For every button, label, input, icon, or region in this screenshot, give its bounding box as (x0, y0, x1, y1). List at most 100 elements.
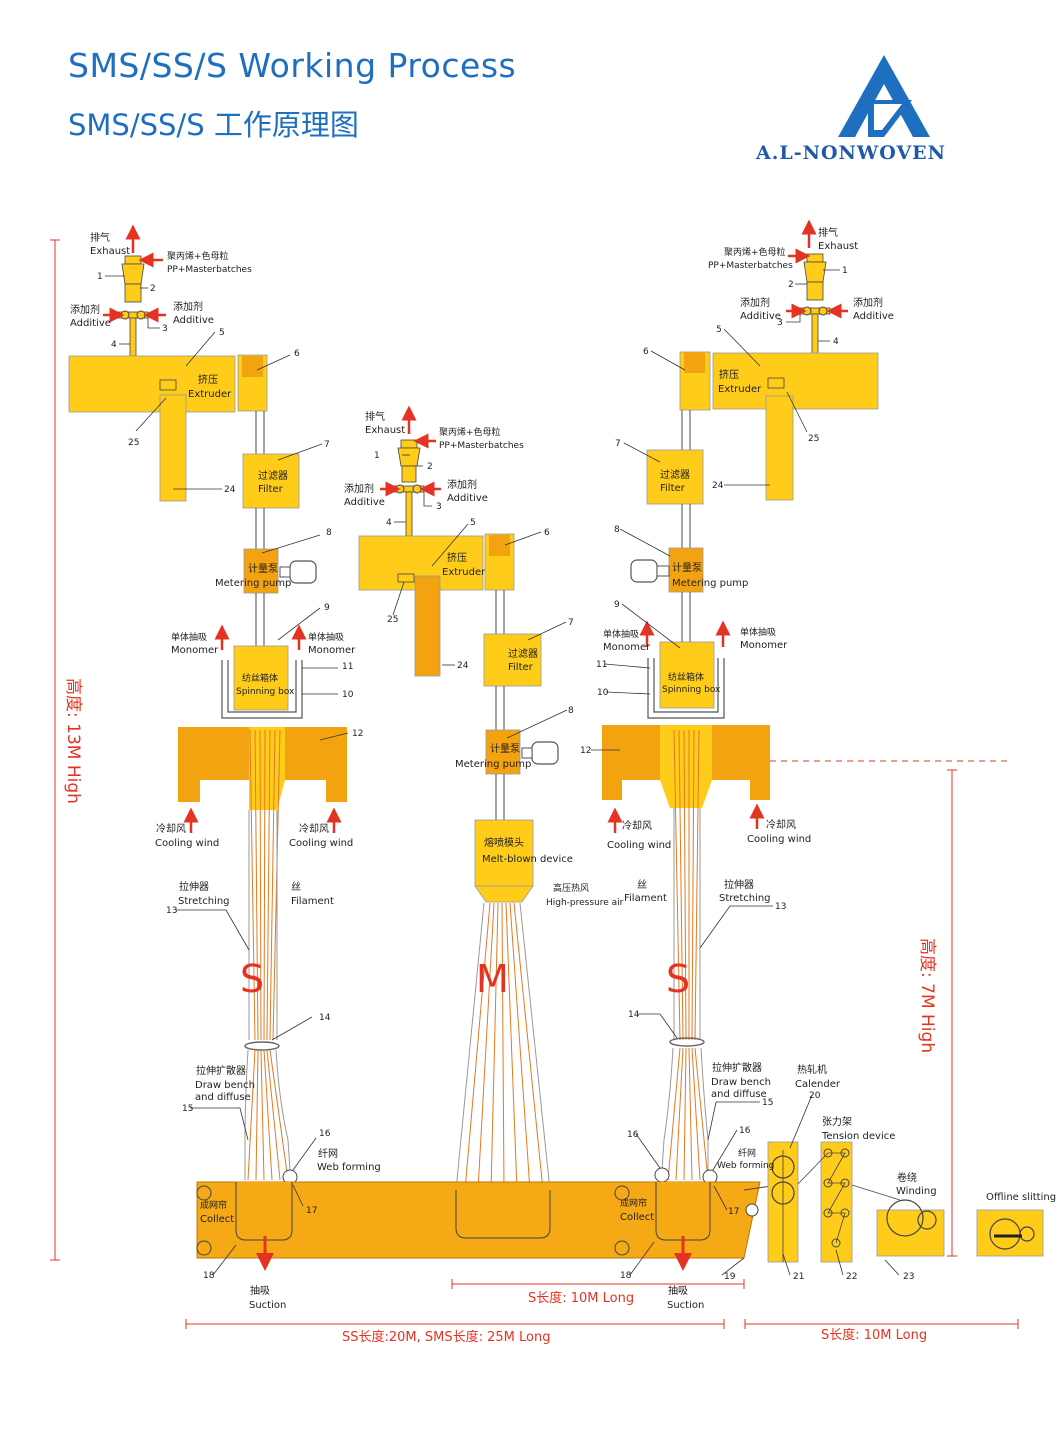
right-extruder-zh: 挤压 (719, 368, 739, 381)
left-extruder-en: Extruder (188, 389, 232, 400)
right-stretch-en: Stretching (719, 893, 771, 904)
left-cooling-en-1: Cooling wind (155, 838, 219, 849)
mid-additive-en-2: Additive (447, 493, 488, 504)
right-draw-zh: 拉伸扩散器 (712, 1061, 762, 1074)
meltblown-die (474, 819, 534, 887)
middle-extruder-motor (414, 575, 441, 677)
mid-hpair-en: High-pressure air (546, 898, 624, 908)
right-spinning-box (659, 641, 715, 709)
right-monomer-en-1: Monomer (603, 642, 651, 653)
right-pp-en: PP+Masterbatches (708, 261, 793, 271)
svg-text:7: 7 (568, 618, 574, 628)
right-extruder-en: Extruder (718, 384, 762, 395)
right-cooling-zh-1: 冷却风 (622, 819, 652, 832)
left-pump-zh: 计量泵 (248, 562, 278, 575)
svg-text:17: 17 (728, 1207, 739, 1217)
svg-text:3: 3 (777, 318, 783, 328)
part-numbers: 1 2 3 4 5 6 7 8 9 11 10 12 13 14 15 16 1… (97, 266, 914, 1282)
s-length-middle: S长度: 10M Long (528, 1290, 634, 1306)
right-extruder (712, 352, 879, 410)
svg-text:8: 8 (326, 528, 332, 538)
offline-slitter (976, 1209, 1044, 1257)
flow-arrows (103, 219, 848, 833)
letter-m-middle: M (476, 957, 509, 1001)
svg-text:6: 6 (643, 347, 649, 357)
svg-text:8: 8 (614, 525, 620, 535)
left-filter-zh: 过滤器 (258, 469, 288, 482)
left-cooling-zh-2: 冷却风 (299, 822, 329, 835)
left-filter-en: Filter (258, 484, 284, 495)
svg-text:16: 16 (739, 1126, 751, 1136)
left-additive-en-1: Additive (70, 318, 111, 329)
right-suction-en: Suction (667, 1300, 704, 1311)
mid-meltblown-zh: 熔喷模头 (484, 836, 524, 849)
left-suction-en: Suction (249, 1300, 286, 1311)
mid-pp-zh: 聚丙烯+色母粒 (439, 426, 501, 438)
left-filament-en: Filament (291, 896, 334, 907)
right-cooling-zh-2: 冷却风 (766, 818, 796, 831)
svg-text:2: 2 (427, 462, 433, 472)
downstream-equipment (767, 1141, 1044, 1263)
mid-pp-en: PP+Masterbatches (439, 441, 524, 451)
right-web-en: Web forming (717, 1161, 774, 1171)
svg-text:24: 24 (457, 661, 469, 671)
svg-text:14: 14 (628, 1010, 640, 1020)
svg-text:13: 13 (775, 902, 786, 912)
left-pump-en: Metering pump (215, 578, 291, 589)
left-monomer-zh-1: 单体抽吸 (171, 631, 207, 643)
svg-text:5: 5 (716, 325, 722, 335)
right-draw-en-2: and diffuse (711, 1089, 767, 1100)
leader-lines (105, 269, 900, 1276)
right-collect-zh: 成网帘 (620, 1197, 647, 1209)
svg-text:16: 16 (319, 1129, 331, 1139)
title-english: SMS/SS/S Working Process (68, 46, 517, 85)
svg-text:10: 10 (597, 688, 609, 698)
left-quench-chamber (178, 727, 249, 780)
height-7m: 高度: 7M High (917, 938, 937, 1053)
mid-extruder-en: Extruder (442, 567, 486, 578)
right-filter (646, 449, 704, 505)
right-pp-zh: 聚丙烯+色母粒 (724, 246, 786, 258)
right-monomer-zh-1: 单体抽吸 (603, 628, 639, 640)
left-additive-zh-1: 添加剂 (70, 303, 100, 316)
left-draw-zh: 拉伸扩散器 (196, 1064, 246, 1077)
svg-text:16: 16 (627, 1130, 639, 1140)
ss-sms-length: SS长度:20M, SMS长度: 25M Long (342, 1329, 551, 1345)
svg-text:18: 18 (620, 1271, 632, 1281)
winder (876, 1209, 945, 1257)
svg-text:1: 1 (374, 451, 380, 461)
svg-text:24: 24 (224, 485, 236, 495)
svg-text:3: 3 (162, 324, 168, 334)
svg-text:3: 3 (436, 502, 442, 512)
left-monomer-en-1: Monomer (171, 645, 219, 656)
left-spinning-box (233, 645, 289, 711)
svg-text:20: 20 (809, 1091, 821, 1101)
right-hopper-icon (799, 253, 831, 355)
left-spin-en: Spinning box (236, 687, 295, 697)
letter-s-right: S (666, 957, 690, 1001)
left-draw-en-1: Draw bench (195, 1080, 255, 1091)
right-pump-zh: 计量泵 (672, 561, 702, 574)
mid-meltblown-en: Melt-blown device (482, 854, 573, 865)
svg-text:2: 2 (150, 284, 156, 294)
height-13m: 高度: 13M High (63, 678, 83, 804)
right-filament-zh: 丝 (637, 879, 647, 891)
conveyor-collector (196, 1181, 779, 1271)
company-logo-icon (838, 55, 930, 137)
svg-text:11: 11 (596, 660, 607, 670)
svg-text:21: 21 (793, 1272, 804, 1282)
calender-en: Calender (795, 1079, 841, 1090)
right-cooling-en-2: Cooling wind (747, 834, 811, 845)
svg-text:9: 9 (324, 603, 330, 613)
dimension-lines (50, 239, 1019, 1329)
left-exhaust-en: Exhaust (90, 246, 130, 257)
mid-pump-en: Metering pump (455, 759, 531, 770)
left-cooling-en-2: Cooling wind (289, 838, 353, 849)
left-monomer-en-2: Monomer (308, 645, 356, 656)
right-suction-zh: 抽吸 (668, 1284, 688, 1297)
svg-text:12: 12 (352, 729, 363, 739)
right-collect-en: Collect (620, 1212, 654, 1223)
mid-exhaust-zh: 排气 (365, 410, 385, 423)
s-length-right: S长度: 10M Long (821, 1327, 927, 1343)
